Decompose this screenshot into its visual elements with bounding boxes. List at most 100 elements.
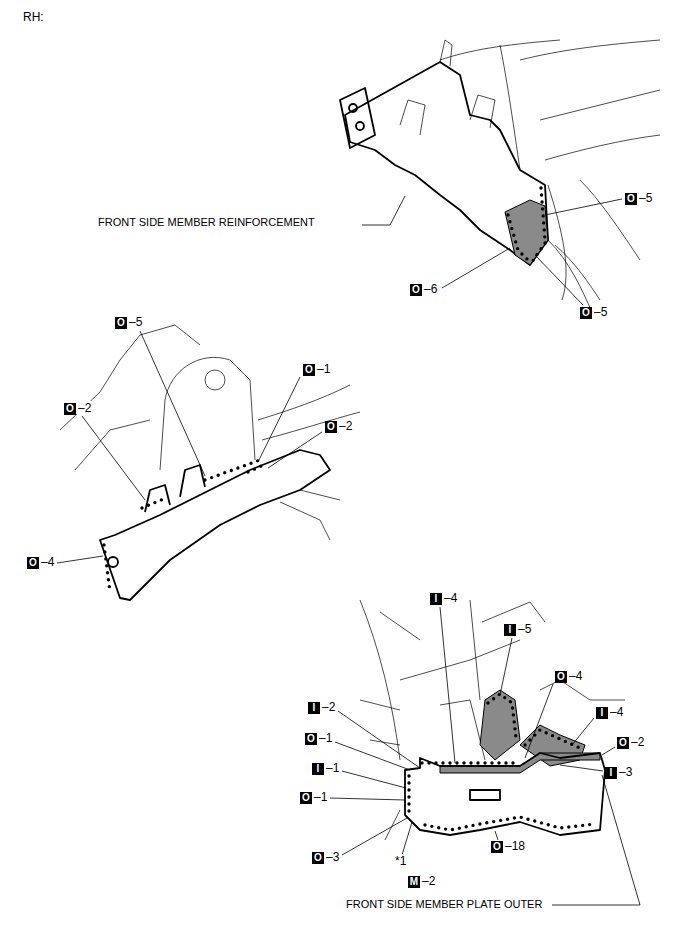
weld-type-icon: O [410,284,422,296]
body-line [160,357,255,470]
weld-type-icon: I [312,763,324,775]
callout-number: –5 [638,191,653,206]
leader-line [602,747,615,755]
plate-outer-outline [405,753,605,835]
weld-type-icon: O [617,737,629,749]
reinforcement-outline [345,62,548,265]
side-label: RH: [23,10,44,24]
weld-type-icon: O [115,317,127,329]
body-line [548,240,592,312]
leader-line [335,742,410,770]
callout-number: –4 [443,591,458,606]
part-outline [340,62,548,265]
leader-line [82,416,145,500]
part-name: FRONT SIDE MEMBER REINFORCEMENT [97,215,316,229]
weld-area [440,690,600,773]
callout-number: *1 [394,854,407,869]
callout-number: –6 [423,282,438,297]
leader-line [330,798,405,800]
weld-dots [541,188,545,240]
shaded-area [480,690,520,760]
weld-type-icon: I [605,767,617,779]
body-line [540,90,660,120]
weld-points [508,188,545,262]
body-line [470,95,495,128]
body-line [380,612,420,640]
body-line [205,370,225,390]
body-line [555,245,600,300]
hole [470,790,500,800]
callout-number: –1 [325,761,340,776]
part-name: FRONT SIDE MEMBER PLATE OUTER [345,897,543,911]
callout-number: –3 [618,765,633,780]
weld-points [409,694,595,830]
bracket [180,465,205,497]
callout-number: –5 [517,622,532,637]
weld-type-icon: O [303,364,315,376]
bolt-hole [349,104,357,112]
weld-type-icon: O [312,852,324,864]
body-line [520,40,660,60]
weld-type-icon: I [596,707,608,719]
body-line [482,602,545,622]
leader-line [535,255,583,305]
callout-number: –2 [421,874,436,889]
leader-line [57,556,103,563]
callout-number: –2 [630,735,645,750]
weld-dots [407,776,410,813]
leader-line [342,771,406,788]
weld-dots [142,498,166,508]
callout-number: –1 [318,731,333,746]
weld-dots [488,694,516,738]
leader-line [140,331,205,476]
weld-dots [422,761,520,764]
weld-dots [248,464,266,472]
leader-line [495,831,498,840]
weld-dots [525,730,580,748]
weld-type-icon: O [580,307,592,319]
bolt-hole [108,557,118,567]
body-line [440,40,560,60]
body-line [120,325,200,360]
body-line [360,700,400,710]
callout-number: –2 [321,700,336,715]
body-line [300,490,340,500]
body-line [262,412,360,440]
callout-number: –2 [338,419,353,434]
body-line [400,640,520,680]
weld-type-icon: O [555,671,567,683]
weld-type-icon: O [491,841,503,853]
body-line [385,810,400,840]
weld-type-icon: I [504,624,516,636]
weld-type-icon: I [430,593,442,605]
body-line [580,180,640,260]
body-line [280,502,330,540]
leader-line [342,818,407,855]
leader-line [440,607,455,763]
leader-line [268,432,322,468]
weld-type-icon: O [64,403,76,415]
callout-number: –1 [316,362,331,377]
leader-lines [57,196,640,905]
weld-type-icon: O [305,733,317,745]
part-outline [405,753,605,835]
callout-number: –4 [609,705,624,720]
body-line [258,385,350,420]
leader-line [500,638,512,695]
weld-type-icon: M [408,876,420,888]
side-member-outline [100,450,330,600]
weld-type-icon: I [308,702,320,714]
body-line [400,100,425,135]
leader-line [560,765,603,771]
bolt-hole [356,122,364,130]
weld-dots [425,817,595,830]
weld-points [104,460,266,592]
weld-type-icon: O [27,557,39,569]
weld-dots [205,460,260,480]
end-plate [340,88,375,148]
body-line [370,740,400,745]
leader-line [552,775,640,905]
weld-type-icon: O [300,792,312,804]
weld-dots [508,215,530,262]
